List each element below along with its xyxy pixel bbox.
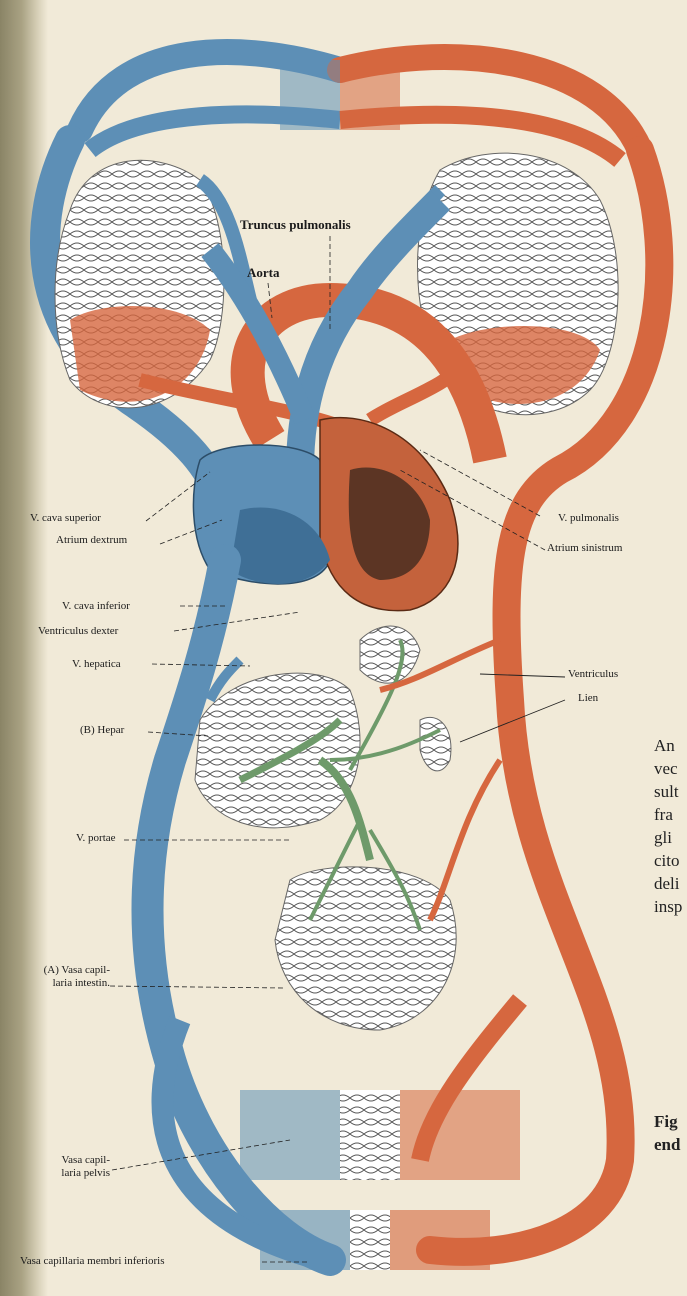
right-lung: [360, 153, 618, 415]
side-line: An: [654, 734, 682, 757]
figure-caption-fragment: Fig end: [654, 1110, 680, 1156]
label-v-hepatica: V. hepatica: [72, 658, 121, 671]
label-vasa-intestin: (A) Vasa capil- laria intestin.: [10, 964, 110, 989]
label-ventriculus-dexter: Ventriculus dexter: [38, 625, 118, 638]
liver: [195, 660, 360, 828]
side-line: gli: [654, 826, 682, 849]
label-v-pulmonalis: V. pulmonalis: [558, 512, 619, 525]
label-v-portae: V. portae: [76, 832, 116, 845]
caption-line: Fig: [654, 1110, 680, 1133]
intestinal-capillaries: [275, 867, 456, 1030]
label-atrium-sinistrum: Atrium sinistrum: [547, 542, 622, 555]
pelvis-capillaries: [240, 1090, 520, 1270]
side-line: deli: [654, 872, 682, 895]
label-v-cava-inferior: V. cava inferior: [62, 600, 130, 613]
label-vasa-intestin-line2: laria intestin.: [10, 977, 110, 990]
label-atrium-dextrum: Atrium dextrum: [56, 534, 127, 547]
side-line: insp: [654, 895, 682, 918]
label-lien: Lien: [578, 692, 598, 705]
label-hepar: (B) Hepar: [80, 724, 124, 737]
label-vasa-pelvis-line2: laria pelvis: [10, 1167, 110, 1180]
label-v-cava-superior: V. cava superior: [30, 512, 101, 525]
side-line: vec: [654, 757, 682, 780]
side-line: fra: [654, 803, 682, 826]
caption-line: end: [654, 1133, 680, 1156]
side-paragraph-fragment: An vec sult fra gli cito deli insp: [654, 734, 682, 918]
lien-capillaries: [420, 717, 451, 771]
side-line: sult: [654, 780, 682, 803]
left-lung: [55, 160, 250, 408]
label-vasa-pelvis-line1: Vasa capil-: [10, 1154, 110, 1167]
label-vasa-pelvis: Vasa capil- laria pelvis: [10, 1154, 110, 1179]
label-aorta: Aorta: [247, 266, 280, 281]
label-vasa-membri: Vasa capillaria membri inferioris: [20, 1255, 164, 1268]
ventriculus-capillaries: [360, 626, 420, 683]
label-truncus-pulmonalis: Truncus pulmonalis: [240, 218, 351, 233]
label-vasa-intestin-line1: (A) Vasa capil-: [10, 964, 110, 977]
label-ventriculus: Ventriculus: [568, 668, 618, 681]
head-capillary-loop: [80, 52, 640, 160]
side-line: cito: [654, 849, 682, 872]
